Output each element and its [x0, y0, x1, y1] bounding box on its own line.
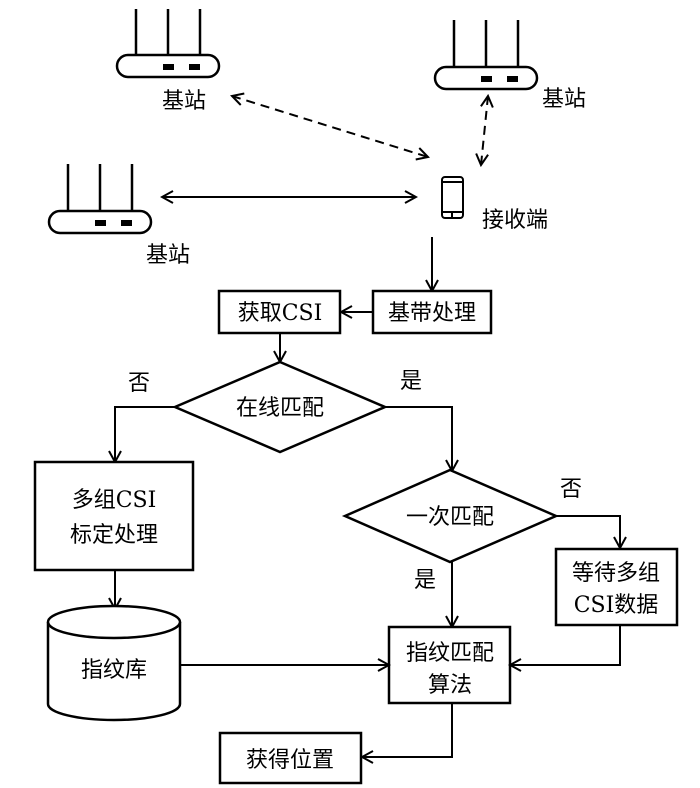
online-match-label: 在线匹配 [236, 396, 324, 421]
edge-label-yes: 是 [400, 369, 422, 394]
arrow-online-yes [385, 406, 452, 471]
wait-data-node: 等待多组 CSI数据 [554, 547, 679, 627]
arrow-online-no [115, 406, 175, 462]
arrow-algorithm-to-position [362, 703, 453, 757]
arrow-first-no [556, 515, 620, 548]
get-csi-label: 获取CSI [238, 301, 323, 326]
base-station-label: 基站 [542, 87, 586, 112]
multi-csi-node: 多组CSI 标定处理 [33, 460, 195, 572]
baseband-label: 基带处理 [388, 301, 476, 326]
algorithm-label-line1: 指纹匹配 [406, 641, 494, 666]
phone-icon [441, 176, 464, 219]
baseband-node: 基带处理 [371, 289, 493, 335]
get-position-label: 获得位置 [246, 748, 334, 773]
fingerprint-db-label: 指纹库 [81, 658, 147, 683]
fingerprint-db-node: 指纹库 [46, 604, 182, 722]
dashed-link-top-left [232, 96, 428, 157]
edge-label-no: 否 [560, 477, 582, 502]
wait-data-label-line1: 等待多组 [572, 561, 660, 586]
multi-csi-label-line2: 标定处理 [70, 523, 158, 548]
get-csi-node: 获取CSI [217, 289, 342, 335]
edge-label-yes: 是 [414, 568, 436, 593]
get-position-node: 获得位置 [218, 731, 363, 785]
receiver-label: 接收端 [482, 208, 548, 233]
edge-label-no: 否 [128, 371, 150, 396]
base-station-label: 基站 [146, 243, 190, 268]
base-station-label: 基站 [162, 89, 206, 114]
router-icon [115, 9, 221, 79]
wait-data-label-line2: CSI数据 [574, 593, 659, 618]
router-icon [47, 164, 153, 235]
dashed-link-top-right [481, 96, 488, 165]
fingerprint-algorithm-node: 指纹匹配 算法 [387, 625, 512, 705]
router-icon [433, 20, 539, 91]
arrow-wait-to-algorithm [510, 625, 621, 665]
first-match-label: 一次匹配 [406, 505, 494, 530]
first-match-decision: 一次匹配 [341, 468, 560, 564]
algorithm-label-line2: 算法 [428, 673, 472, 698]
multi-csi-label-line1: 多组CSI [72, 488, 157, 513]
online-match-decision: 在线匹配 [171, 360, 389, 454]
